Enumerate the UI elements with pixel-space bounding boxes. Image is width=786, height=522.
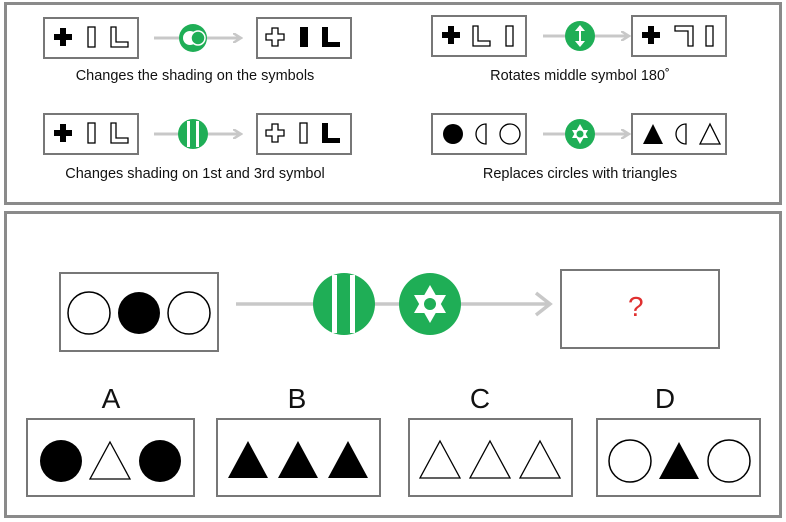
triangle-outline-icon <box>468 439 512 479</box>
cross-outline-icon <box>265 123 285 143</box>
triangle-outline-icon <box>518 439 562 479</box>
triangle-outline-icon <box>698 122 722 145</box>
ell-outline-icon <box>110 26 129 48</box>
rule-shading-ends <box>43 113 352 155</box>
rule-caption: Rotates middle symbol 180˚ <box>490 68 670 84</box>
rule-circles-to-triangles <box>431 113 727 155</box>
triangle-outline-icon <box>88 440 132 480</box>
triangle-filled-icon <box>643 124 663 144</box>
triangle-filled-icon <box>328 441 368 478</box>
puzzle-row <box>59 269 720 352</box>
cross-filled-icon <box>54 28 72 46</box>
circle-outline-icon <box>707 439 751 483</box>
rule-rotate-middle <box>431 15 727 57</box>
circle-filled-icon <box>40 440 82 482</box>
circle-outline-icon <box>167 291 211 335</box>
bar-outline-icon <box>87 26 96 48</box>
option-d[interactable] <box>596 418 761 497</box>
stripes-rule-icon <box>178 119 208 149</box>
option-a-label[interactable]: A <box>101 383 121 414</box>
circle-filled-icon <box>139 440 181 482</box>
cross-filled-icon <box>54 124 72 142</box>
bar-outline-icon <box>299 122 308 144</box>
question-mark: ? <box>628 291 644 322</box>
stripes-rule-icon <box>313 273 375 335</box>
circle-filled-icon <box>118 292 160 334</box>
cross-outline-icon <box>265 27 285 47</box>
option-a[interactable] <box>26 418 195 497</box>
rule-caption: Changes shading on 1st and 3rd symbol <box>65 166 325 182</box>
bar-outline-icon <box>505 25 514 47</box>
arrow-head <box>534 291 553 317</box>
half-circle-icon <box>675 123 687 145</box>
circle-outline-icon <box>499 123 521 145</box>
bar-outline-icon <box>705 25 714 47</box>
ell-rotated-icon <box>674 25 694 47</box>
circle-filled-icon <box>443 124 463 144</box>
triangle-filled-icon <box>278 441 318 478</box>
ell-filled-icon <box>322 27 340 47</box>
rule-caption: Changes the shading on the symbols <box>75 68 315 84</box>
triangle-filled-icon <box>228 441 268 478</box>
ell-filled-icon <box>322 123 340 143</box>
rule-caption: Replaces circles with triangles <box>482 166 678 182</box>
triangle-outline-icon <box>418 439 462 479</box>
triangle-filled-icon <box>659 442 699 479</box>
option-c-label[interactable]: C <box>469 383 491 414</box>
option-d-label[interactable]: D <box>654 383 676 414</box>
option-b-label[interactable]: B <box>287 383 307 414</box>
rule-shading-all <box>43 17 352 59</box>
bar-filled-icon <box>300 27 308 47</box>
answer-box <box>560 269 720 349</box>
ell-outline-icon <box>110 122 129 144</box>
option-b[interactable] <box>216 418 381 497</box>
option-c[interactable] <box>408 418 573 497</box>
half-circle-icon <box>475 123 487 145</box>
circle-outline-icon <box>608 439 652 483</box>
cross-filled-icon <box>642 26 660 44</box>
cross-filled-icon <box>442 26 460 44</box>
bar-outline-icon <box>87 122 96 144</box>
circle-outline-icon <box>67 291 111 335</box>
ell-outline-icon <box>472 25 491 47</box>
